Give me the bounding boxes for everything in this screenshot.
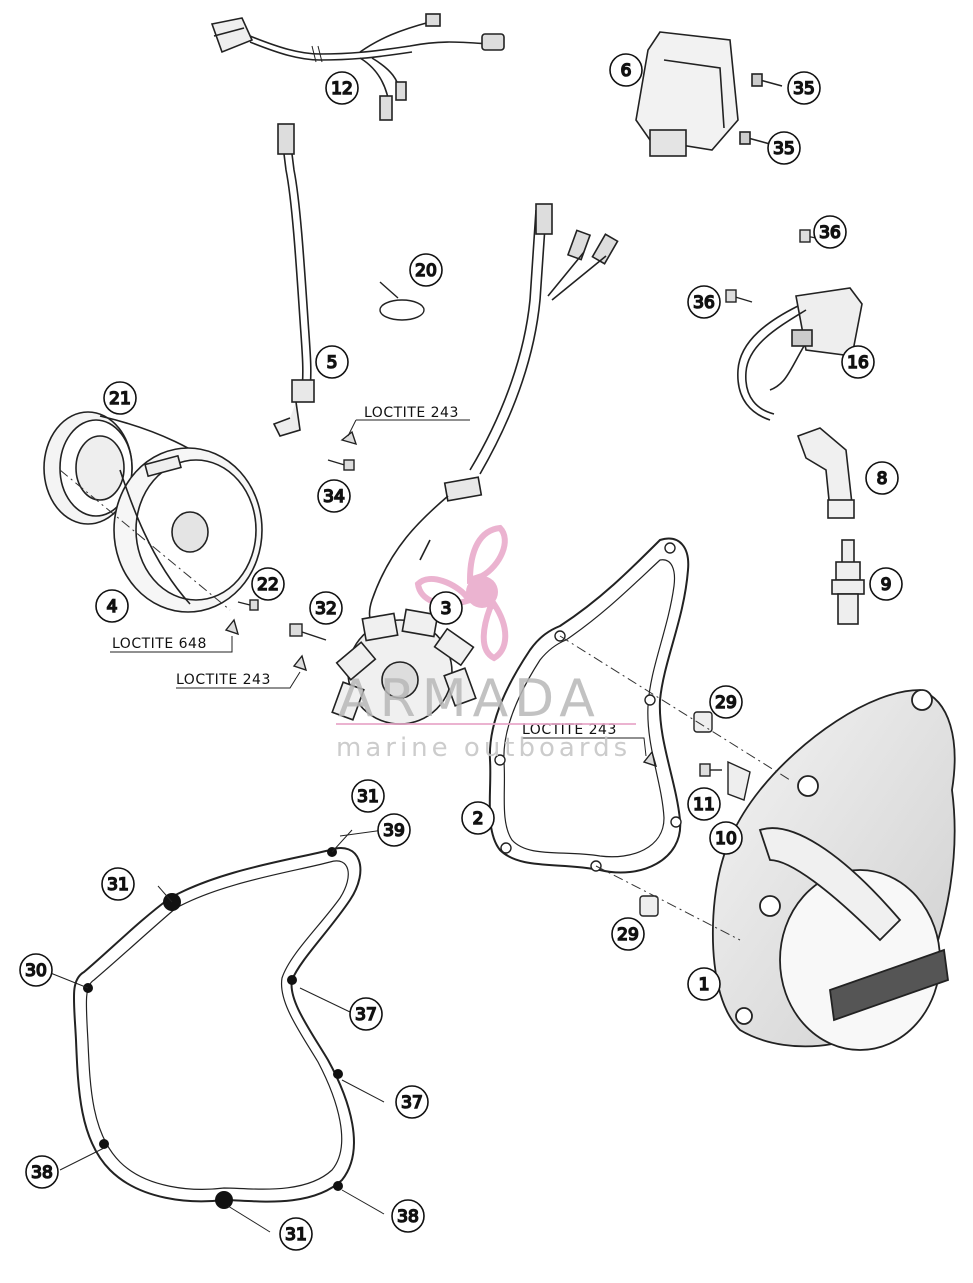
callout-39: 39 bbox=[377, 813, 411, 847]
callout-1: 1 bbox=[687, 967, 721, 1001]
svg-text:35: 35 bbox=[793, 79, 815, 99]
svg-text:37: 37 bbox=[401, 1093, 423, 1113]
callout-36b: 36 bbox=[687, 285, 721, 319]
cdi-unit bbox=[635, 31, 783, 157]
callout-20: 20 bbox=[409, 253, 443, 287]
callout-31a: 31 bbox=[351, 779, 385, 813]
svg-text:22: 22 bbox=[257, 575, 279, 595]
callout-38b: 38 bbox=[391, 1199, 425, 1233]
callout-30: 30 bbox=[19, 953, 53, 987]
callout-8: 8 bbox=[865, 461, 899, 495]
outer-gasket-holes bbox=[83, 847, 343, 1209]
outer-gasket bbox=[72, 847, 362, 1203]
watermark-brand: ARMADA bbox=[338, 669, 601, 729]
svg-text:31: 31 bbox=[107, 875, 129, 895]
svg-text:31: 31 bbox=[285, 1225, 307, 1245]
svg-text:16: 16 bbox=[847, 353, 869, 373]
callout-29b: 29 bbox=[611, 917, 645, 951]
callout-16: 16 bbox=[841, 345, 875, 379]
callout-35b: 35 bbox=[767, 131, 801, 165]
callout-32: 32 bbox=[309, 591, 343, 625]
svg-text:10: 10 bbox=[715, 829, 737, 849]
svg-text:36: 36 bbox=[693, 293, 715, 313]
svg-text:29: 29 bbox=[715, 693, 737, 713]
callout-37a: 37 bbox=[349, 997, 383, 1031]
callout-markers: 12 6 35 35 20 36 36 16 5 21 8 34 9 22 4 … bbox=[19, 53, 903, 1251]
svg-text:21: 21 bbox=[109, 389, 131, 409]
callout-5: 5 bbox=[315, 345, 349, 379]
svg-text:12: 12 bbox=[331, 79, 353, 99]
wiring-harness bbox=[210, 13, 505, 121]
callout-31c: 31 bbox=[279, 1217, 313, 1251]
watermark-logo: ARMADA marine outboards bbox=[336, 524, 636, 763]
svg-text:3: 3 bbox=[441, 599, 452, 619]
callout-21: 21 bbox=[103, 381, 137, 415]
loctite-label-top: LOCTITE 243 bbox=[364, 405, 459, 421]
svg-text:1: 1 bbox=[699, 975, 710, 995]
svg-text:4: 4 bbox=[107, 597, 118, 617]
fasteners bbox=[224, 229, 827, 917]
callout-34: 34 bbox=[317, 479, 351, 513]
svg-text:5: 5 bbox=[327, 353, 338, 373]
callout-29a: 29 bbox=[709, 685, 743, 719]
spark-plug bbox=[831, 539, 865, 625]
callout-37b: 37 bbox=[395, 1085, 429, 1119]
rotor-flywheel bbox=[43, 411, 263, 613]
inner-gasket bbox=[488, 537, 690, 874]
callout-2: 2 bbox=[461, 801, 495, 835]
ignition-coil bbox=[737, 287, 863, 421]
callout-36a: 36 bbox=[813, 215, 847, 249]
inner-gasket-inner bbox=[503, 559, 676, 858]
svg-text:35: 35 bbox=[773, 139, 795, 159]
propeller-blade-icon bbox=[466, 524, 508, 585]
svg-text:6: 6 bbox=[621, 61, 632, 81]
svg-text:36: 36 bbox=[819, 223, 841, 243]
loctite-label-648: LOCTITE 648 bbox=[112, 636, 207, 652]
loctite-label-left: LOCTITE 243 bbox=[176, 672, 271, 688]
svg-text:9: 9 bbox=[881, 575, 892, 595]
svg-text:38: 38 bbox=[397, 1207, 419, 1227]
leader-lines bbox=[47, 419, 647, 1233]
svg-text:20: 20 bbox=[415, 261, 437, 281]
svg-text:2: 2 bbox=[473, 809, 484, 829]
callout-11: 11 bbox=[687, 787, 721, 821]
pickup-sensor-cable bbox=[272, 123, 315, 437]
callout-31b: 31 bbox=[101, 867, 135, 901]
svg-text:32: 32 bbox=[315, 599, 337, 619]
callout-4: 4 bbox=[95, 589, 129, 623]
svg-text:11: 11 bbox=[693, 795, 715, 815]
callout-38a: 38 bbox=[25, 1155, 59, 1189]
svg-text:31: 31 bbox=[357, 787, 379, 807]
callout-12: 12 bbox=[325, 71, 359, 105]
callout-3: 3 bbox=[429, 591, 463, 625]
spark-plug-cap bbox=[796, 427, 855, 519]
svg-text:8: 8 bbox=[877, 469, 888, 489]
callout-6: 6 bbox=[609, 53, 643, 87]
callout-9: 9 bbox=[869, 567, 903, 601]
ignition-cover bbox=[711, 689, 956, 1051]
callout-35a: 35 bbox=[787, 71, 821, 105]
svg-text:30: 30 bbox=[25, 961, 47, 981]
watermark-tagline: marine outboards bbox=[336, 733, 631, 763]
svg-text:38: 38 bbox=[31, 1163, 53, 1183]
svg-text:39: 39 bbox=[383, 821, 405, 841]
cable-tie bbox=[379, 281, 425, 321]
svg-text:37: 37 bbox=[355, 1005, 377, 1025]
callout-22: 22 bbox=[251, 567, 285, 601]
callout-10: 10 bbox=[709, 821, 743, 855]
assembly-lines bbox=[59, 469, 791, 941]
stator-assembly bbox=[331, 203, 619, 725]
loctite-label-mid: LOCTITE 243 bbox=[522, 722, 617, 738]
svg-text:29: 29 bbox=[617, 925, 639, 945]
svg-text:34: 34 bbox=[323, 487, 345, 507]
outer-gasket-inner bbox=[85, 860, 349, 1190]
